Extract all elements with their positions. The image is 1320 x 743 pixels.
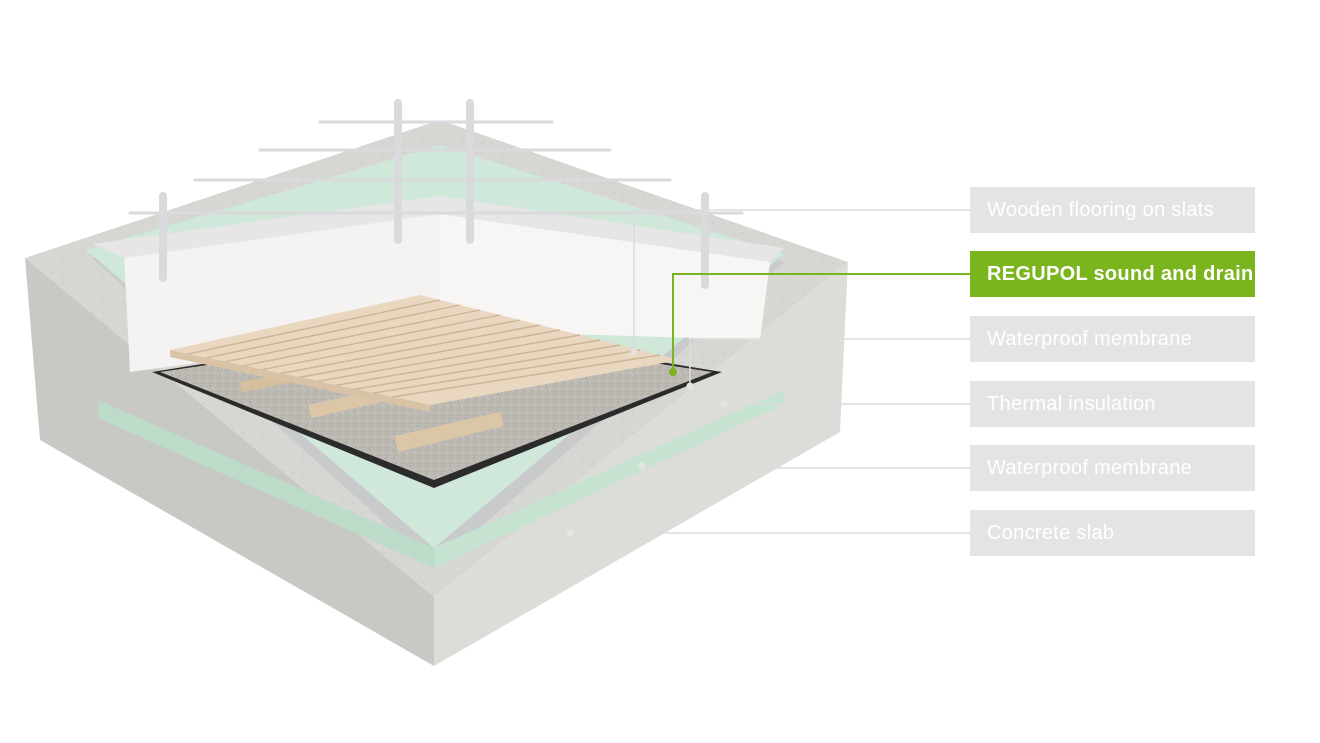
label-concrete-slab: Concrete slab: [970, 510, 1255, 556]
leader-dots: [566, 348, 728, 537]
label-thermal-insulation: Thermal insulation: [970, 381, 1255, 427]
leader-dot-concrete-slab: [566, 529, 574, 537]
label-wooden-flooring: Wooden flooring on slats: [970, 187, 1255, 233]
label-waterproof-membrane-upper: Waterproof membrane: [970, 316, 1255, 362]
leader-dot-regupol: [669, 368, 677, 376]
insulation-front-right: [434, 390, 784, 568]
leader-dot-thermal-insulation: [720, 400, 728, 408]
insulation-front-left: [98, 400, 434, 568]
leader-dot-wooden-flooring: [630, 348, 638, 356]
leader-lines: [570, 209, 970, 534]
leader-dot-waterproof-membrane-lower: [638, 462, 646, 470]
leader-line-waterproof-membrane-lower: [641, 465, 970, 469]
leader-line-regupol: [672, 273, 970, 372]
wooden-deck-boards: [170, 295, 680, 412]
railing: [128, 99, 744, 289]
label-regupol-sound-and-drain: REGUPOL sound and drain: [970, 251, 1255, 297]
right-wall: [440, 214, 770, 340]
parapet-coping: [92, 196, 784, 262]
leader-line-waterproof-membrane-upper: [689, 338, 970, 386]
leader-dot-waterproof-membrane-upper: [686, 382, 694, 390]
label-waterproof-membrane-lower: Waterproof membrane: [970, 445, 1255, 491]
leader-line-wooden-flooring: [633, 209, 970, 352]
